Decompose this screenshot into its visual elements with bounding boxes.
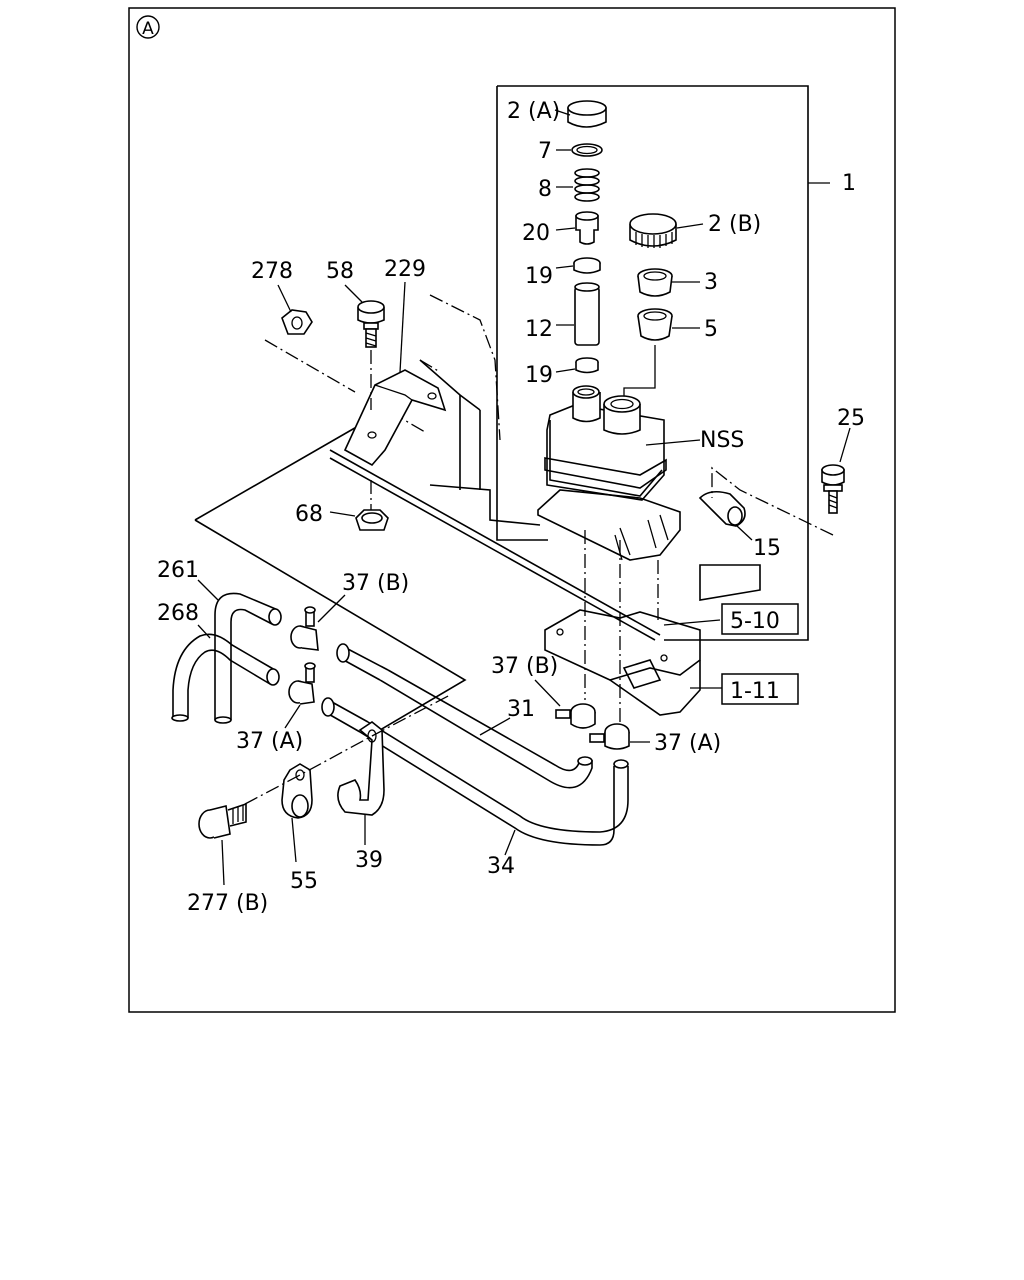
callout-277b: 277 (B) xyxy=(187,891,268,916)
leader-20 xyxy=(555,227,576,231)
pipe-261-part xyxy=(214,592,279,720)
leader-55 xyxy=(291,817,297,863)
leader-278 xyxy=(277,284,292,313)
frame-rails xyxy=(194,294,661,731)
leader-31 xyxy=(479,717,511,736)
hose-31-part xyxy=(379,669,593,789)
ref-box-111 xyxy=(721,673,799,705)
callout-261: 261 xyxy=(157,558,199,583)
oring-7-part xyxy=(571,143,603,157)
hose-34-part xyxy=(359,721,629,846)
bolt-277-centerline xyxy=(244,694,451,805)
clamp-37b-right-part xyxy=(555,703,596,729)
callout-nss: NSS xyxy=(700,428,744,453)
leader-268 xyxy=(197,624,211,639)
leader-277b xyxy=(221,839,225,886)
callout-37a-right: 37 (A) xyxy=(654,731,721,756)
corner-marker-label: A xyxy=(142,19,154,39)
leader-2a xyxy=(554,109,571,116)
bracket-229-part xyxy=(343,369,447,467)
corner-marker: A xyxy=(136,15,160,39)
leader-15 xyxy=(736,525,753,541)
callout-5: 5 xyxy=(704,317,718,342)
mount-bracket-part xyxy=(544,564,761,716)
clamp-37b-left-part xyxy=(290,606,319,651)
callout-229: 229 xyxy=(384,257,426,282)
callout-55: 55 xyxy=(290,869,318,894)
clip-39-part xyxy=(337,721,385,816)
callout-12: 12 xyxy=(525,317,553,342)
hose-short-upper xyxy=(339,647,389,681)
clip-55-part xyxy=(281,763,313,819)
leader-229 xyxy=(399,281,406,373)
spring-8-part xyxy=(574,168,600,202)
callout-25: 25 xyxy=(837,406,865,431)
leader-2b xyxy=(676,223,704,229)
leader-37b-right xyxy=(534,679,561,707)
callout-31: 31 xyxy=(507,697,535,722)
callout-1: 1 xyxy=(842,171,856,196)
callout-7: 7 xyxy=(538,139,552,164)
callout-2a: 2 (A) xyxy=(507,99,560,124)
filter-20-part xyxy=(575,211,599,245)
bolt-25-part xyxy=(821,464,845,514)
assembly-subframe xyxy=(496,85,809,641)
leader-37b-left xyxy=(317,594,346,623)
callout-3: 3 xyxy=(704,270,718,295)
callout-20: 20 xyxy=(522,221,550,246)
reservoir-tank-part xyxy=(537,385,681,561)
cap-2a-part xyxy=(567,100,607,128)
leader-19-lower xyxy=(555,368,576,373)
callout-15: 15 xyxy=(753,536,781,561)
leader-nss xyxy=(645,439,701,446)
callout-34: 34 xyxy=(487,854,515,879)
callout-278: 278 xyxy=(251,259,293,284)
callout-68: 68 xyxy=(295,502,323,527)
callout-37b-right: 37 (B) xyxy=(491,654,558,679)
bolt-58-part xyxy=(357,300,385,348)
nut-68-part xyxy=(355,509,389,531)
callout-37a-left: 37 (A) xyxy=(236,729,303,754)
callout-37b-left: 37 (B) xyxy=(342,571,409,596)
leader-510 xyxy=(663,619,721,626)
leader-68 xyxy=(329,511,356,517)
callout-58: 58 xyxy=(326,259,354,284)
ref-label-111: 1-11 xyxy=(730,679,780,704)
leader-19-upper xyxy=(555,265,574,269)
strainer-5-part xyxy=(637,308,673,341)
callout-39: 39 xyxy=(355,848,383,873)
tube-12-part xyxy=(574,282,600,346)
callout-19-upper: 19 xyxy=(525,264,553,289)
clip-15-part xyxy=(698,490,746,527)
seal-19-upper-part xyxy=(573,257,601,274)
clamp-37a-left-part xyxy=(288,662,316,705)
leader-37a-left xyxy=(284,704,301,729)
ring-3-part xyxy=(637,268,673,297)
diagram-frame xyxy=(128,7,896,1013)
pipe-268-part xyxy=(172,633,276,718)
seal-19-lower-part xyxy=(575,357,599,374)
ref-box-510 xyxy=(721,603,799,635)
callout-8: 8 xyxy=(538,177,552,202)
leader-34 xyxy=(504,829,516,856)
callout-268: 268 xyxy=(157,601,199,626)
cap-2b-part xyxy=(629,213,677,248)
bolt-25-centerline xyxy=(711,466,834,536)
nut-278-part xyxy=(281,309,313,335)
leader-25 xyxy=(839,427,851,463)
ref-label-510: 5-10 xyxy=(730,609,780,634)
callout-2b: 2 (B) xyxy=(708,212,761,237)
leader-58 xyxy=(344,284,363,303)
bolt-277b-part xyxy=(198,802,247,839)
clamp-37a-right-part xyxy=(589,723,630,750)
callout-19-lower: 19 xyxy=(525,363,553,388)
leader-261 xyxy=(197,579,219,601)
